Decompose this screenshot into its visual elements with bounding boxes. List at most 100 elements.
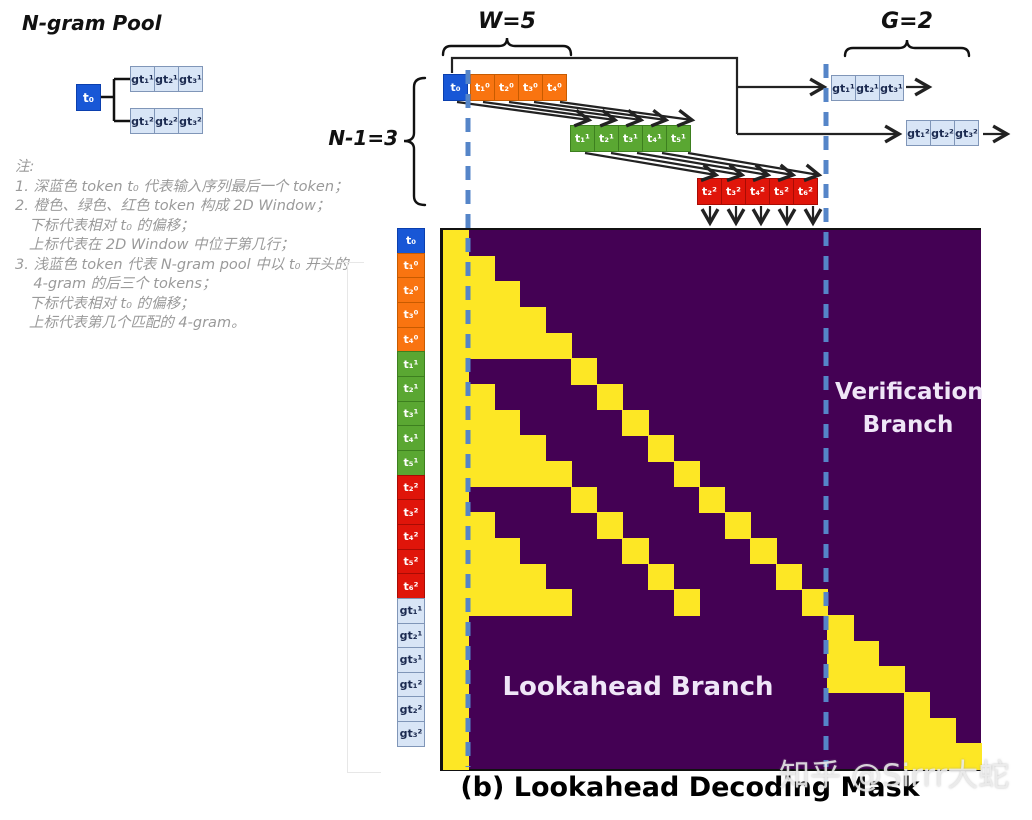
mask-cell-attended — [443, 435, 470, 462]
note-line: 下标代表相对 t₀ 的偏移； — [15, 217, 195, 234]
mask-cell-attended — [468, 332, 495, 359]
mask-cell-attended — [955, 743, 982, 770]
mask-cell-attended — [443, 538, 470, 565]
mask-cell-attended — [443, 255, 470, 282]
faint-border-vertical — [347, 262, 348, 773]
mask-cell-attended — [519, 563, 547, 590]
mask-cell-attended — [443, 666, 470, 693]
mask-cell-attended — [443, 563, 470, 590]
token-t0: t₀ — [443, 74, 468, 101]
w-brace — [441, 37, 573, 57]
mask-cell-attended — [443, 461, 470, 488]
note-line: 注: — [15, 159, 35, 175]
mask-row-label: t₁⁰ — [397, 252, 425, 279]
token-box: t₄² — [745, 178, 770, 205]
mask-cell-attended — [750, 538, 777, 565]
mask-cell-attended — [519, 435, 547, 462]
pool-root-token: t₀ — [76, 84, 101, 111]
token-box: gt₃¹ — [178, 66, 203, 92]
mask-row-label: t₂² — [397, 474, 425, 501]
mask-row-label: t₁¹ — [397, 351, 425, 377]
token-box: gt₃² — [178, 108, 203, 134]
mask-cell-attended — [494, 307, 521, 334]
mask-cell-attended — [904, 692, 931, 719]
mask-cell-attended — [443, 281, 470, 308]
token-box: t₆² — [793, 178, 818, 205]
token-box: gt₁¹ — [831, 75, 856, 101]
mask-cell-attended — [468, 384, 495, 411]
mask-cell-attended — [699, 486, 726, 513]
mask-cell-attended — [878, 666, 905, 693]
mask-cell-attended — [468, 461, 495, 488]
note-line: 2. 橙色、绿色、红色 token 构成 2D Window； — [15, 198, 331, 214]
mask-cell-attended — [596, 512, 623, 539]
mask-cell-attended — [468, 512, 495, 539]
mask-cell-attended — [929, 717, 956, 744]
mask-cell-attended — [519, 307, 547, 334]
mask-cell-attended — [519, 461, 547, 488]
ngram-pool-title: N-gram Pool — [22, 11, 162, 35]
mask-cell-attended — [545, 589, 572, 616]
mask-cell-attended — [468, 255, 495, 282]
faint-border-bottom-nub — [347, 772, 381, 773]
mask-row-label: t₄¹ — [397, 425, 425, 451]
mask-cell-attended — [494, 538, 521, 565]
mask-cell-attended — [827, 615, 854, 642]
mask-row-label: gt₃² — [397, 721, 425, 747]
mask-cell-attended — [827, 640, 854, 667]
mask-cell-attended — [443, 230, 470, 257]
mask-cell-attended — [443, 640, 470, 667]
token-box: t₁⁰ — [470, 74, 495, 101]
mask-cell-attended — [443, 409, 470, 436]
window-size-label: W=5 — [477, 9, 536, 34]
mask-cell-attended — [596, 384, 623, 411]
mask-cell-attended — [443, 486, 470, 513]
mask-cell-attended — [904, 717, 931, 744]
mask-cell-attended — [468, 538, 495, 565]
mask-row-label: t₃¹ — [397, 400, 425, 427]
note-line: 下标代表相对 t₀ 的偏移； — [15, 295, 195, 312]
notes: 注:1. 深蓝色 token t₀ 代表输入序列最后一个 token；2. 橙色… — [15, 158, 349, 334]
t0-to-ngram-lines — [450, 56, 1011, 144]
mask-cell-attended — [852, 640, 880, 667]
mask-cell-attended — [852, 666, 880, 693]
mask-cell-attended — [673, 589, 700, 616]
token-box: t₂¹ — [594, 125, 619, 152]
mask-cell-attended — [443, 743, 470, 770]
mask-cell-attended — [443, 589, 470, 616]
mask-cell-attended — [904, 743, 931, 770]
mask-cell-attended — [494, 435, 521, 462]
mask-cell-attended — [519, 332, 547, 359]
mask-cell-attended — [443, 332, 470, 359]
mask-cell-attended — [443, 615, 470, 642]
mask-cell-attended — [776, 563, 803, 590]
mask-cell-attended — [468, 307, 495, 334]
g-brace — [843, 39, 971, 58]
ngram-count-label: G=2 — [881, 9, 933, 34]
mask-cell-attended — [571, 358, 598, 385]
window-rows-label: N-1=3 — [328, 126, 398, 150]
mask-cell-attended — [545, 332, 572, 359]
window-row1-to-row2-arrows — [584, 151, 823, 183]
mask-cell-attended — [468, 563, 495, 590]
pool-connector-lines — [101, 77, 130, 123]
mask-row-label: t₆² — [397, 573, 425, 599]
note-line: 4-gram 的后三个 tokens； — [15, 276, 217, 292]
mask-cell-attended — [673, 461, 700, 488]
token-box: t₅² — [769, 178, 794, 205]
mask-cell-attended — [468, 589, 495, 616]
verification-branch-label: Verification Branch — [835, 379, 984, 438]
mask-cell-attended — [545, 461, 572, 488]
mask-cell-attended — [494, 563, 521, 590]
mask-cell-attended — [443, 692, 470, 719]
token-box: gt₂² — [154, 108, 179, 134]
token-box: gt₃¹ — [879, 75, 904, 101]
